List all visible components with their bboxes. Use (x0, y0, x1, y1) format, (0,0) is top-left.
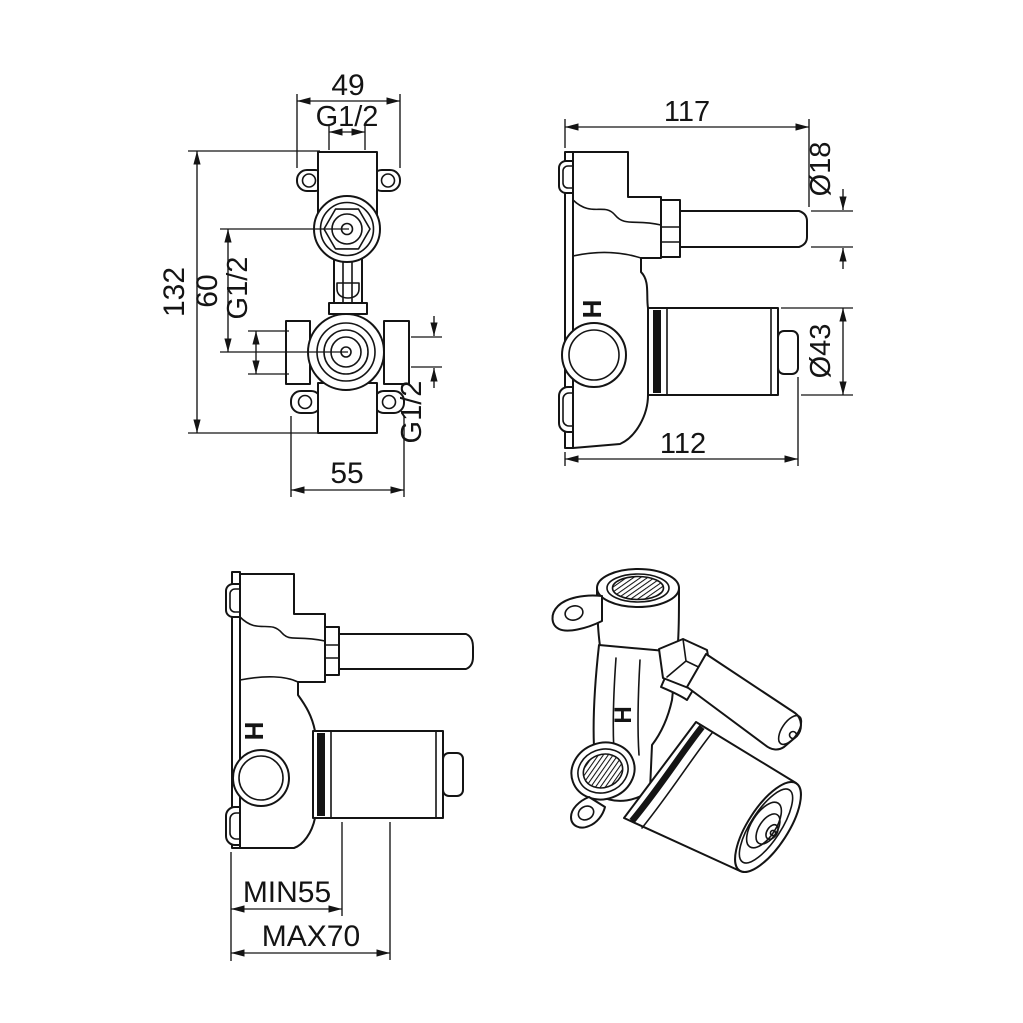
valve-cartridge-iso (623, 721, 802, 873)
dimension-width-top: 49 (296, 69, 401, 168)
cast-contour (239, 616, 326, 642)
cast-contour (572, 199, 662, 226)
valve-spindle (679, 210, 808, 248)
dim-label-overall-height: 132 (158, 267, 191, 317)
lower-body-block (317, 382, 378, 434)
thread-bore (611, 575, 665, 601)
seal-band (317, 733, 325, 816)
side-inlet-port (232, 749, 290, 807)
connecting-neck (328, 257, 368, 315)
side-view-body: H (558, 151, 808, 449)
installation-view-body: H (225, 571, 474, 849)
front-view: 49 G1/2 132 60 G1/2 (158, 69, 442, 497)
dim-label-min-depth: MIN55 (243, 876, 331, 909)
thread-bore (582, 753, 624, 789)
ear-screw-hole (380, 173, 396, 188)
dim-label-thread-right: G1/2 (396, 381, 428, 444)
seal-band (653, 310, 661, 393)
ear-screw-hole (297, 394, 313, 410)
dim-label-max-depth: MAX70 (262, 920, 360, 953)
side-inlet-port (561, 322, 627, 388)
cartridge-end-cap (442, 752, 464, 797)
dim-label-thread-left: G1/2 (222, 257, 254, 320)
dimension-spindle-diameter: Ø18 (805, 142, 853, 269)
valve-spindle-iso (658, 638, 803, 751)
dim-label-body-depth: 112 (660, 428, 706, 460)
front-view-body (285, 151, 410, 434)
valve-cartridge (647, 307, 799, 396)
dim-label-cartridge-diameter: Ø43 (805, 324, 837, 379)
mounting-lug (551, 594, 603, 632)
hot-water-mark: H (577, 300, 607, 319)
dimension-min-depth: MIN55 (230, 822, 343, 961)
spindle-collar (324, 626, 340, 676)
dimension-overall-height: 132 (158, 150, 320, 434)
mounting-ear (290, 390, 322, 414)
seal-band (629, 724, 705, 824)
right-outlet-port (383, 320, 410, 385)
ear-screw-hole (381, 394, 397, 410)
valve-spindle (338, 633, 474, 670)
dim-label-thread-top: G1/2 (316, 101, 379, 133)
dimension-thread-left: G1/2 (222, 257, 289, 375)
mounting-lug (570, 796, 606, 829)
hot-water-mark: H (239, 722, 269, 741)
side-view: H 117 Ø18 Ø43 112 (558, 96, 853, 466)
dimension-depth-overall: 117 (564, 96, 810, 207)
dim-label-width-bottom: 55 (330, 457, 363, 490)
dim-label-spindle-diameter: Ø18 (805, 142, 837, 197)
dimension-max-depth: MAX70 (231, 822, 391, 960)
side-threaded-port (570, 741, 636, 801)
installation-view: H MIN55 MAX70 (225, 571, 474, 961)
top-threaded-port (596, 568, 680, 656)
hot-water-mark: H (610, 706, 637, 723)
cast-contour (572, 251, 642, 259)
isometric-view: H (551, 568, 803, 873)
cast-contour (239, 676, 299, 683)
dimension-center-distance: 60 (191, 228, 349, 353)
dimension-body-depth: 112 (564, 377, 799, 466)
cartridge-end-cap (777, 330, 799, 375)
ear-screw-hole (301, 173, 317, 188)
dim-label-width-top: 49 (331, 69, 364, 102)
valve-cartridge (312, 730, 464, 819)
dimension-width-bottom: 55 (290, 416, 405, 497)
spindle-collar (660, 199, 681, 258)
dimension-thread-top: G1/2 (316, 101, 379, 150)
dim-label-center-distance: 60 (191, 274, 224, 307)
dimension-cartridge-diameter: Ø43 (781, 307, 853, 396)
dim-label-depth-overall: 117 (664, 96, 710, 128)
dimension-thread-right: G1/2 (396, 316, 442, 443)
